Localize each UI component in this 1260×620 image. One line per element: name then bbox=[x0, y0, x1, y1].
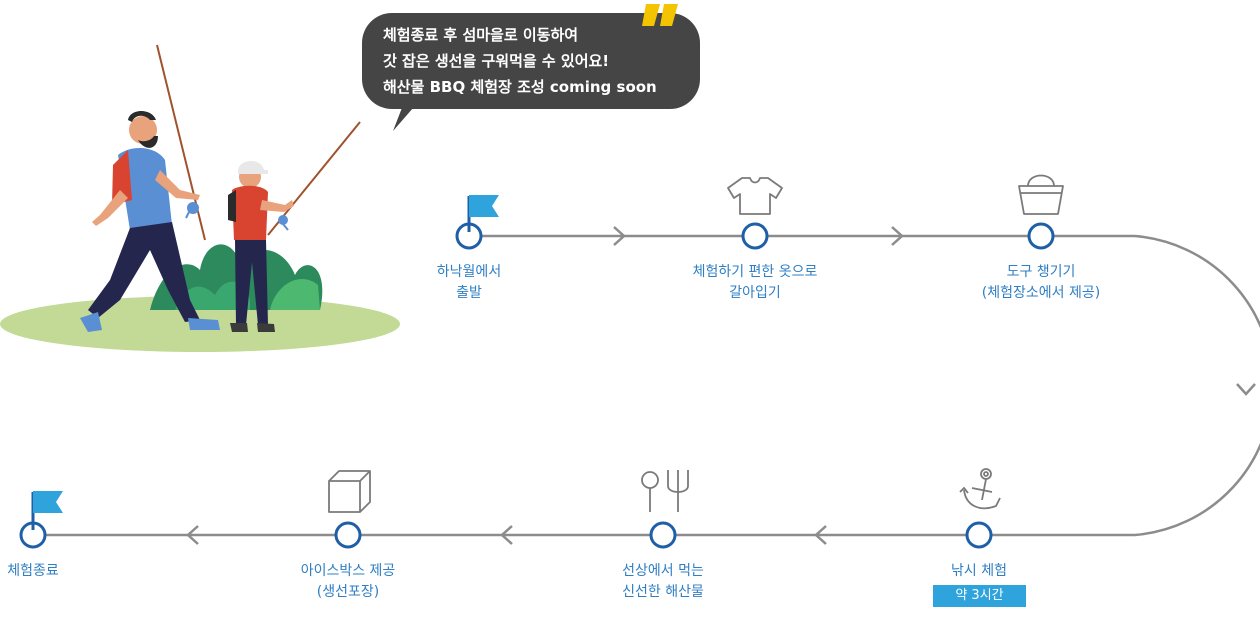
duration-badge: 약 3시간 bbox=[933, 585, 1026, 607]
step-text: (체험장소에서 제공) bbox=[981, 285, 1101, 301]
bubble-line: 체험종료 후 섬마을로 이동하여 bbox=[383, 26, 579, 44]
step-text: 하낙월에서 bbox=[436, 264, 502, 280]
step-label-clothes: 체험하기 편한 옷으로 갈아입기 bbox=[645, 262, 865, 304]
step-label-eat: 선상에서 먹는 신선한 해산물 bbox=[553, 561, 773, 603]
flag-icon bbox=[467, 195, 499, 232]
step-node-icebox bbox=[334, 521, 362, 549]
step-label-end: 체험종료 bbox=[0, 561, 66, 582]
step-text: 아이스박스 제공 bbox=[300, 563, 396, 579]
step-text: 출발 bbox=[456, 285, 482, 301]
step-node-fishing bbox=[965, 521, 993, 549]
step-label-start: 하낙월에서 출발 bbox=[359, 262, 579, 304]
anchor-icon bbox=[959, 468, 1001, 510]
step-text: 갈아입기 bbox=[729, 285, 781, 301]
quote-mark-icon bbox=[642, 4, 678, 26]
step-text: 도구 챙기기 bbox=[1006, 264, 1076, 280]
step-node-clothes bbox=[741, 222, 769, 250]
step-label-tools: 도구 챙기기 (체험장소에서 제공) bbox=[931, 262, 1151, 304]
bubble-line: 갓 잡은 생선을 구워먹을 수 있어요! bbox=[383, 52, 610, 70]
step-node-eat bbox=[649, 521, 677, 549]
bubble-line: 해산물 BBQ 체험장 조성 coming soon bbox=[383, 78, 657, 96]
tshirt-icon bbox=[727, 177, 783, 215]
flag-icon bbox=[31, 491, 63, 530]
step-label-icebox: 아이스박스 제공 (생선포장) bbox=[238, 561, 458, 603]
step-text: 낚시 체험 bbox=[951, 563, 1007, 579]
step-text: 체험하기 편한 옷으로 bbox=[692, 264, 818, 280]
chevron-right-icon bbox=[613, 226, 626, 246]
direction-arrows bbox=[186, 226, 1256, 545]
basket-icon bbox=[1018, 174, 1064, 215]
step-text: (생선포장) bbox=[316, 584, 380, 600]
step-label-fishing: 낚시 체험 bbox=[869, 561, 1089, 582]
step-text: 체험종료 bbox=[7, 563, 59, 579]
step-text: 선상에서 먹는 bbox=[622, 563, 704, 579]
chevron-left-icon bbox=[814, 525, 827, 545]
step-node-tools bbox=[1027, 222, 1055, 250]
step-text: 신선한 해산물 bbox=[622, 584, 704, 600]
chevron-right-icon bbox=[891, 226, 904, 246]
cutlery-icon bbox=[641, 470, 689, 512]
chevron-left-icon bbox=[500, 525, 513, 545]
chevron-down-icon bbox=[1236, 383, 1256, 396]
box-icon bbox=[328, 470, 371, 513]
chevron-left-icon bbox=[186, 525, 199, 545]
bubble-text: 체험종료 후 섬마을로 이동하여 갓 잡은 생선을 구워먹을 수 있어요! 해산… bbox=[383, 22, 703, 100]
